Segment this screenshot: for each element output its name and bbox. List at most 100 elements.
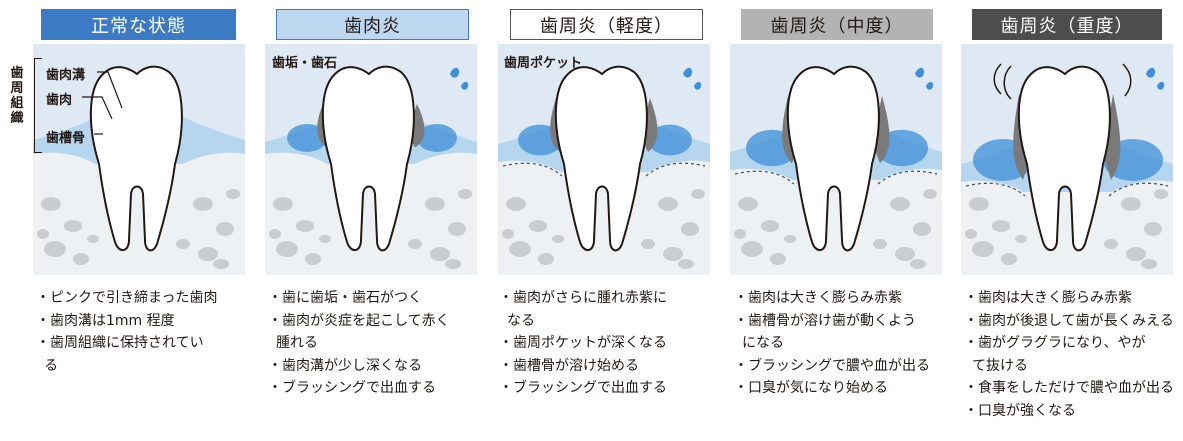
bone-pebble bbox=[972, 241, 994, 257]
blood-drop-icon bbox=[461, 81, 469, 90]
bone-pebble bbox=[509, 241, 531, 257]
tooth-shape bbox=[321, 65, 415, 252]
bone-pebble bbox=[1121, 197, 1141, 211]
bone-level-line-right bbox=[645, 162, 706, 177]
description-line: ・歯肉は大きく膨らみ赤紫 bbox=[964, 290, 1132, 306]
bone-pebble bbox=[430, 247, 450, 261]
description-line: ・歯肉溝は1mm 程度 bbox=[36, 312, 175, 329]
description-line: ・ピンクで引き締まった歯肉 bbox=[36, 290, 218, 306]
bone-pebble bbox=[305, 253, 321, 265]
stage-header-gingivitis: 歯肉炎 bbox=[276, 9, 469, 40]
label-alveolar-bone: 歯槽骨 bbox=[46, 131, 86, 146]
alveolar-bone-shape bbox=[33, 152, 245, 275]
bone-pebble bbox=[408, 239, 422, 249]
wobble-mark-icon bbox=[993, 63, 1002, 95]
bone-pebble bbox=[1126, 247, 1146, 261]
bone-pebble bbox=[44, 241, 66, 257]
bone-pebble bbox=[641, 239, 655, 249]
stage-description-moderate: ・歯肉は大きく膨らみ赤紫・歯槽骨が溶け歯が動くようになる・ブラッシングで膿や血が… bbox=[734, 287, 930, 400]
bone-pebble bbox=[1015, 235, 1027, 243]
blood-drop-icon bbox=[926, 81, 934, 90]
label-leader-lines bbox=[82, 71, 123, 135]
tooth-illustration-gingivitis bbox=[265, 44, 477, 275]
bone-pebble bbox=[761, 220, 779, 232]
description-line: ・歯肉溝が少し深くなる bbox=[268, 357, 422, 374]
description-line: ・歯槽骨が溶け歯が動くよう bbox=[734, 312, 916, 329]
tooth-shape bbox=[89, 65, 183, 252]
stage-header-normal: 正常な状態 bbox=[41, 9, 236, 40]
blood-drop-icon bbox=[1157, 81, 1165, 90]
description-line: て抜ける bbox=[972, 357, 1028, 374]
bone-pebble bbox=[41, 197, 61, 211]
bone-pebble bbox=[506, 197, 526, 211]
blood-drop-icon bbox=[1146, 67, 1155, 78]
bone-pebble bbox=[425, 197, 445, 211]
bone-pebble bbox=[448, 222, 466, 236]
bone-pebble bbox=[678, 259, 694, 269]
bone-pebble bbox=[193, 197, 213, 211]
bone-pebble bbox=[1001, 253, 1017, 265]
tartar-right bbox=[1103, 94, 1121, 180]
bone-pebble bbox=[458, 189, 472, 199]
description-line: ・歯周組織に保持されてい bbox=[36, 335, 204, 351]
stage-title: 歯周炎（軽度） bbox=[540, 15, 673, 37]
bone-pebble bbox=[73, 253, 89, 265]
bone-pebble bbox=[445, 259, 461, 269]
description-line: ・歯槽骨が溶け始める bbox=[499, 357, 639, 374]
bone-pebble bbox=[770, 253, 786, 265]
bone-pebble bbox=[226, 189, 240, 199]
tooth-shape bbox=[786, 65, 880, 252]
blood-drop-icon bbox=[915, 67, 924, 78]
description-line: ・歯がグラグラになり、やが bbox=[964, 335, 1146, 351]
stage-title: 歯周炎（重度） bbox=[1000, 15, 1134, 37]
bone-level-line-right bbox=[1108, 182, 1169, 197]
bone-pebble bbox=[538, 253, 554, 265]
label-gingival-sulcus: 歯肉溝 bbox=[46, 68, 86, 83]
tooth-shape bbox=[554, 65, 648, 252]
stage-title: 歯肉炎 bbox=[344, 15, 401, 37]
stage-title: 歯周炎（中度） bbox=[770, 15, 904, 37]
wobble-mark-icon bbox=[1122, 63, 1132, 97]
bone-pebble bbox=[992, 220, 1010, 232]
bone-pebble bbox=[273, 197, 293, 211]
bone-pebble bbox=[296, 220, 314, 232]
bone-level-line-left bbox=[502, 162, 563, 177]
tooth-svg bbox=[265, 65, 477, 275]
description-line: ・歯肉がさらに腫れ赤紫に bbox=[499, 290, 667, 306]
stage-header-moderate: 歯周炎（中度） bbox=[741, 9, 933, 40]
bone-pebble bbox=[910, 259, 926, 269]
description-line: なる bbox=[507, 312, 535, 329]
alveolar-bone-shape bbox=[730, 168, 942, 275]
label-gingiva: 歯肉 bbox=[46, 93, 73, 108]
bone-pebble bbox=[64, 220, 82, 232]
periodontal-tissue-bracket bbox=[34, 58, 42, 153]
tooth-svg bbox=[33, 65, 245, 275]
bone-pebble bbox=[1154, 189, 1168, 199]
bone-pebble bbox=[37, 229, 49, 239]
stage-description-gingivitis: ・歯に歯垢・歯石がつく・歯肉が炎症を起こして赤く腫れる・歯肉溝が少し深くなる・ブ… bbox=[268, 287, 450, 400]
bone-pebble bbox=[873, 239, 887, 249]
description-line: ・食事をしただけで膿や血が出る bbox=[964, 380, 1174, 396]
alveolar-bone-shape bbox=[961, 180, 1173, 275]
bone-pebble bbox=[176, 239, 190, 249]
stage-description-mild: ・歯肉がさらに腫れ赤紫になる・歯周ポケットが深くなる・歯槽骨が溶け始める・ブラッ… bbox=[499, 287, 667, 400]
description-line: になる bbox=[742, 335, 784, 351]
description-line: ・歯周ポケットが深くなる bbox=[499, 335, 667, 351]
bone-pebble bbox=[741, 241, 763, 257]
bone-pebble bbox=[529, 220, 547, 232]
tooth-illustration-normal bbox=[33, 44, 245, 275]
description-line: ・歯肉は大きく膨らみ赤紫 bbox=[734, 290, 902, 306]
bone-pebble bbox=[738, 197, 758, 211]
wobble-mark-icon bbox=[1003, 65, 1012, 100]
tooth-svg bbox=[498, 65, 710, 275]
stage-description-normal: ・ピンクで引き締まった歯肉・歯肉溝は1mm 程度・歯周組織に保持されている bbox=[36, 287, 217, 377]
bone-pebble bbox=[216, 222, 234, 236]
bone-pebble bbox=[1104, 239, 1118, 249]
bone-pebble bbox=[658, 197, 678, 211]
tooth-illustration-mild bbox=[498, 44, 710, 275]
alveolar-bone-shape bbox=[265, 152, 477, 275]
bone-pebble bbox=[502, 229, 514, 239]
bone-pebble bbox=[552, 235, 564, 243]
description-line: ・口臭が気になり始める bbox=[734, 380, 888, 396]
